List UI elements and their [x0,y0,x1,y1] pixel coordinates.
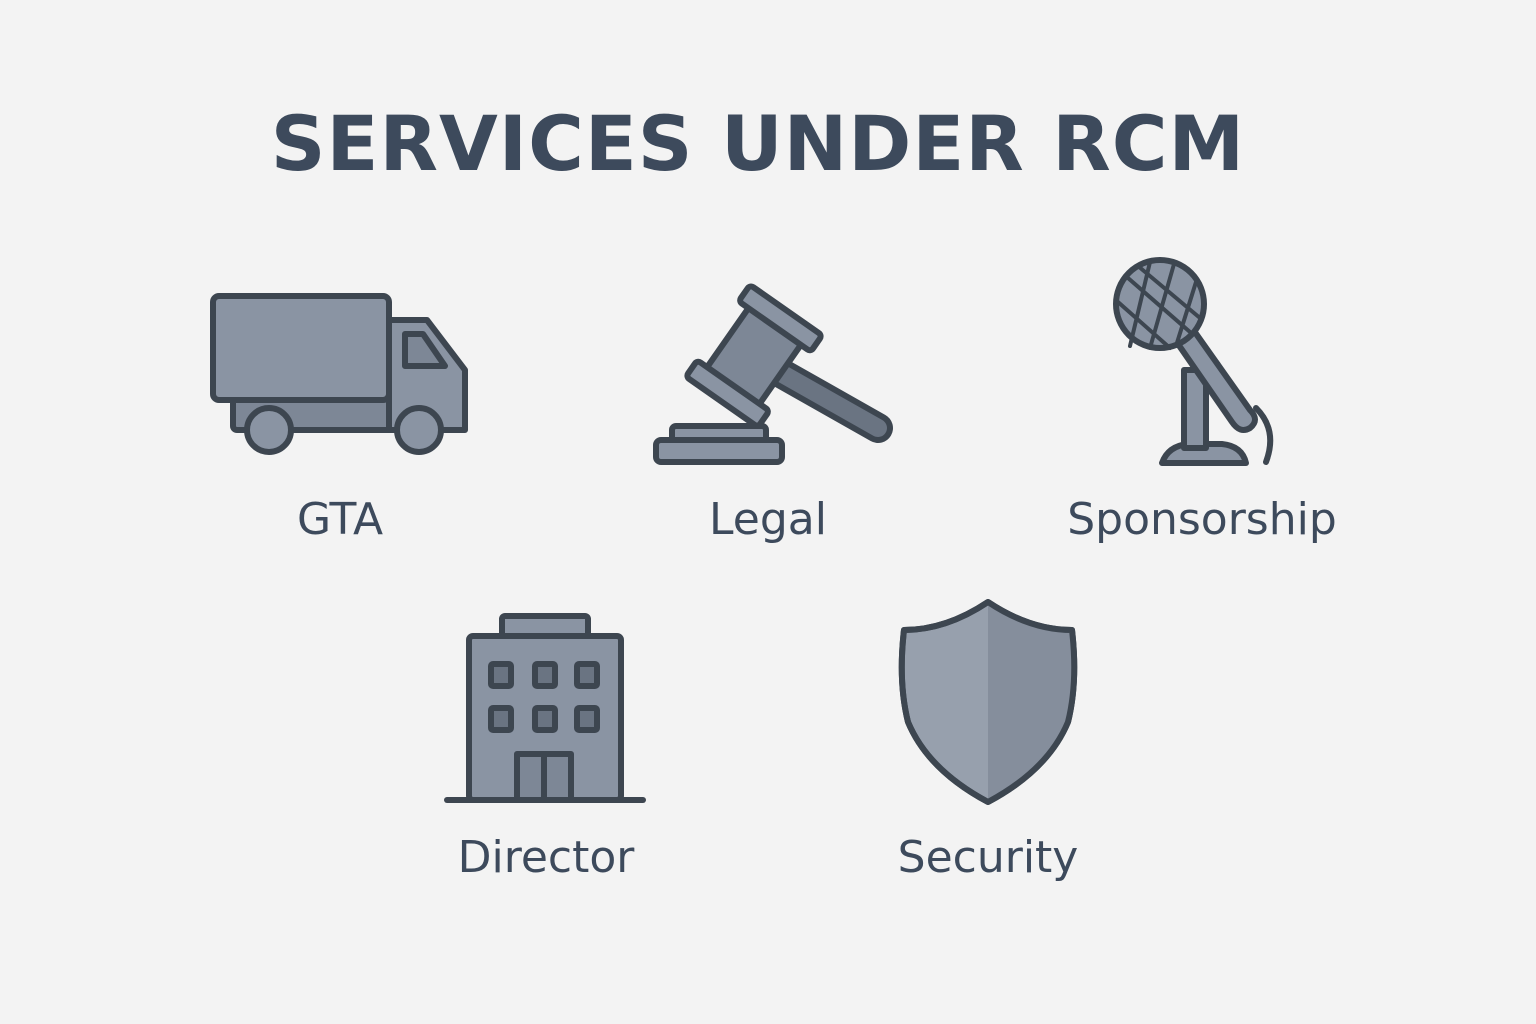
microphone-icon [1110,257,1290,468]
service-label-gta: GTA [296,494,384,545]
service-label-legal: Legal [709,494,827,545]
shield-icon [896,596,1080,808]
page-title: SERVICES UNDER RCM [270,99,1246,188]
building-icon [444,612,646,806]
gavel-icon [650,272,900,472]
truck-icon [205,290,475,460]
service-label-sponsorship: Sponsorship [1067,494,1337,545]
service-label-security: Security [897,832,1079,883]
service-label-director: Director [457,832,635,883]
